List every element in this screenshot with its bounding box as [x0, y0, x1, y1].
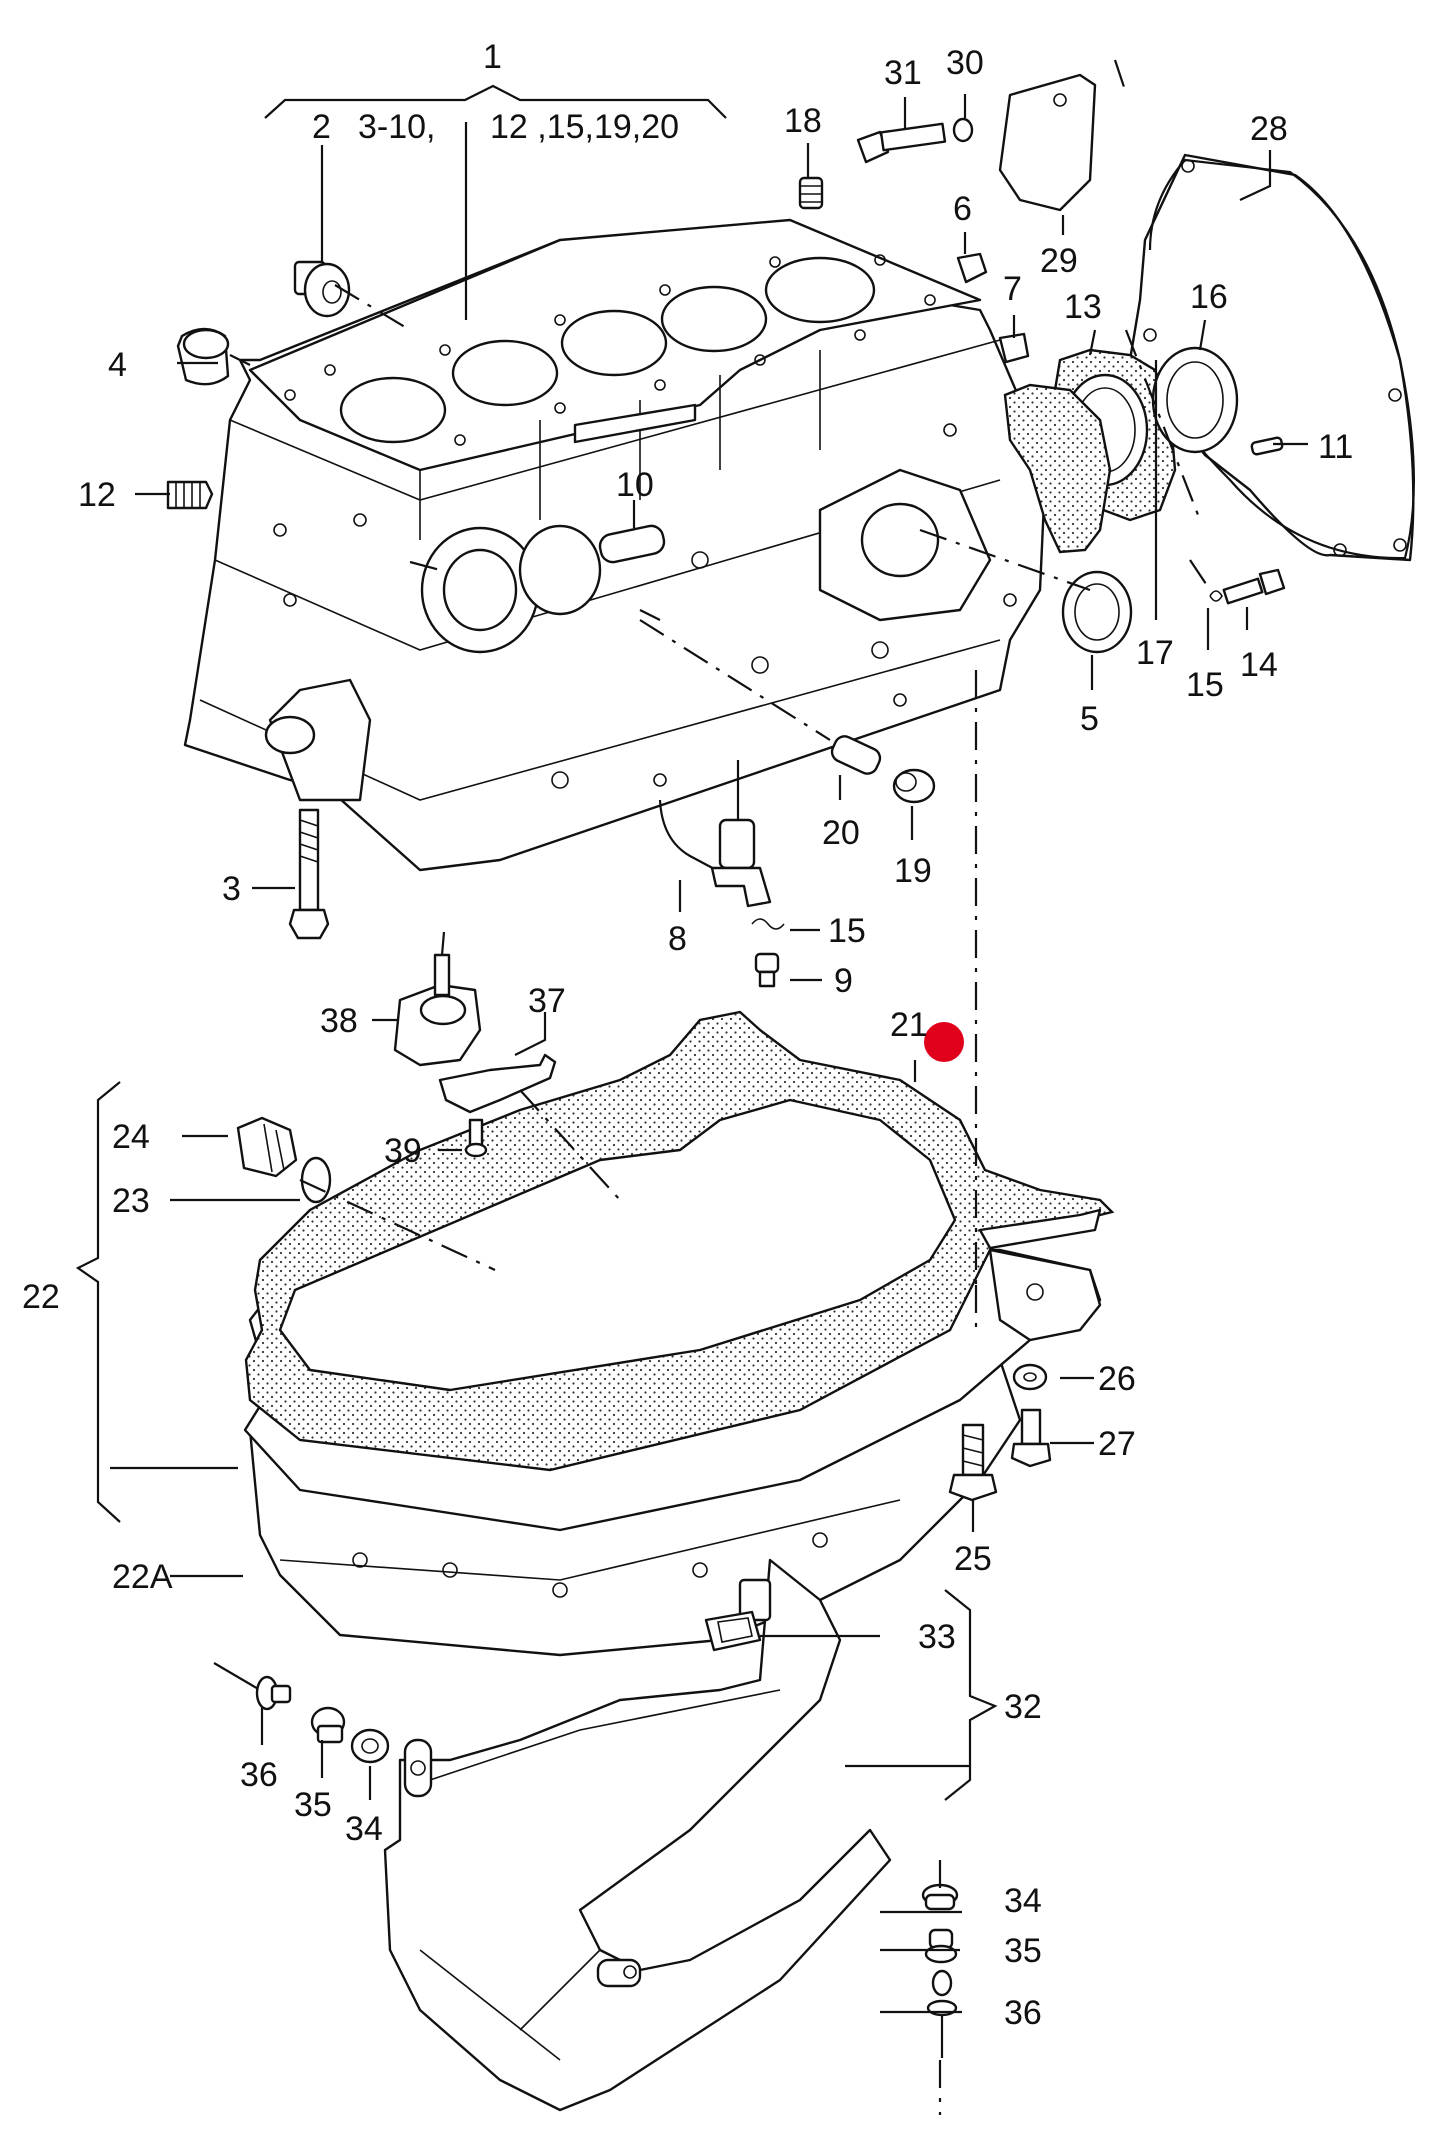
- callout-20: 20: [822, 814, 860, 852]
- part-17-gasket: [1003, 383, 1112, 554]
- callout-26: 26: [1098, 1360, 1136, 1398]
- callout-1: 1: [483, 38, 502, 76]
- callout-15-rear: 15: [1186, 666, 1224, 704]
- part-15-clip: [751, 918, 785, 930]
- part-18-sleeve: [798, 176, 824, 210]
- part-2-plug: [293, 260, 351, 318]
- callout-8: 8: [668, 920, 687, 958]
- part-31-bolt: [856, 122, 947, 164]
- callout-17: 17: [1136, 634, 1174, 672]
- callout-5: 5: [1080, 700, 1099, 738]
- part-14-bolt: [1222, 568, 1286, 605]
- part-10-sleeve: [598, 524, 666, 564]
- callout-34-left: 34: [345, 1810, 383, 1848]
- part-16-seal: [1151, 346, 1239, 454]
- callout-30: 30: [946, 44, 984, 82]
- part-34b-grommet: [921, 1883, 959, 1911]
- callout-11: 11: [1318, 428, 1353, 466]
- callout-22a: 22A: [112, 1558, 173, 1596]
- part-35b-sleeve: [924, 1928, 958, 1964]
- callout-23: 23: [112, 1182, 150, 1220]
- part-36b-rivet: [926, 1969, 958, 2058]
- callout-7: 7: [1003, 270, 1022, 308]
- callout-35-right: 35: [1004, 1932, 1042, 1970]
- callout-36-left: 36: [240, 1756, 278, 1794]
- part-24-drain-plug: [236, 1116, 298, 1178]
- part-38-oil-level-sensor: [393, 931, 482, 1067]
- callout-33: 33: [918, 1618, 956, 1656]
- callout-1-group-right: 12 ,15,19,20: [490, 108, 679, 146]
- callout-1-group-left: 2: [312, 108, 331, 146]
- part-26-washer: [1012, 1363, 1048, 1391]
- callout-1-group-mid: 3-10,: [358, 108, 436, 146]
- highlight-marker: [924, 1022, 964, 1062]
- part-4-cap: [176, 327, 230, 386]
- part-34a-grommet: [350, 1728, 390, 1764]
- callout-35-left: 35: [294, 1786, 332, 1824]
- part-19-plug: [892, 768, 936, 804]
- callout-28: 28: [1250, 110, 1288, 148]
- callout-18: 18: [784, 102, 822, 140]
- part-7-plug: [998, 332, 1030, 364]
- callout-14: 14: [1240, 646, 1278, 684]
- callout-34-right: 34: [1004, 1882, 1042, 1920]
- callout-25: 25: [954, 1540, 992, 1578]
- part-28-backplate: [1128, 153, 1415, 562]
- part-36a-rivet: [213, 1662, 292, 1711]
- part-35a-sleeve: [310, 1706, 346, 1744]
- callout-27: 27: [1098, 1425, 1136, 1463]
- part-23-seal-ring: [300, 1156, 332, 1204]
- callout-38: 38: [320, 1002, 358, 1040]
- callout-labels: 1 2 3-10, 12 ,15,19,20 4 12 3 10 18 6 7 …: [22, 38, 1353, 2032]
- part-3-bolt: [288, 808, 330, 940]
- callout-10: 10: [616, 466, 654, 504]
- callout-36-right: 36: [1004, 1994, 1042, 2032]
- callout-39: 39: [384, 1132, 422, 1170]
- part-27-bolt: [1010, 1408, 1052, 1468]
- callout-22: 22: [22, 1278, 60, 1316]
- callout-12: 12: [78, 476, 116, 514]
- part-30-washer: [952, 117, 974, 143]
- part-20-sleeve: [830, 735, 882, 775]
- callout-16: 16: [1190, 278, 1228, 316]
- part-25-bolt: [948, 1423, 998, 1502]
- part-6-plug: [956, 252, 988, 284]
- callout-6: 6: [953, 190, 972, 228]
- callout-15-front: 15: [828, 912, 866, 950]
- callout-37: 37: [528, 982, 566, 1020]
- part-32-splash-shield: [383, 1558, 892, 2112]
- leader-lines: [75, 84, 1308, 2014]
- part-15b-clip: [1209, 590, 1223, 602]
- callout-13: 13: [1064, 288, 1102, 326]
- part-29-cover: [998, 73, 1097, 212]
- callout-3: 3: [222, 870, 241, 908]
- callout-31: 31: [884, 54, 922, 92]
- callout-32: 32: [1004, 1688, 1042, 1726]
- part-21-gasket: [244, 1010, 1115, 1472]
- part-39-bolt: [464, 1118, 488, 1158]
- part-12-plug: [166, 480, 214, 510]
- part-11-dowel: [1250, 436, 1284, 456]
- part-5-seal: [1061, 570, 1133, 654]
- assembly-centerlines: [229, 59, 1211, 2115]
- part-37-bracket: [438, 1053, 557, 1114]
- callout-4: 4: [108, 346, 127, 384]
- part-8-sensor: [658, 760, 772, 908]
- callout-9: 9: [834, 962, 853, 1000]
- callout-29: 29: [1040, 242, 1078, 280]
- part-9-bolt: [754, 952, 780, 988]
- part-33-grommet: [704, 1610, 762, 1652]
- callout-19: 19: [894, 852, 932, 890]
- callout-24: 24: [112, 1118, 150, 1156]
- callout-21: 21: [890, 1006, 928, 1044]
